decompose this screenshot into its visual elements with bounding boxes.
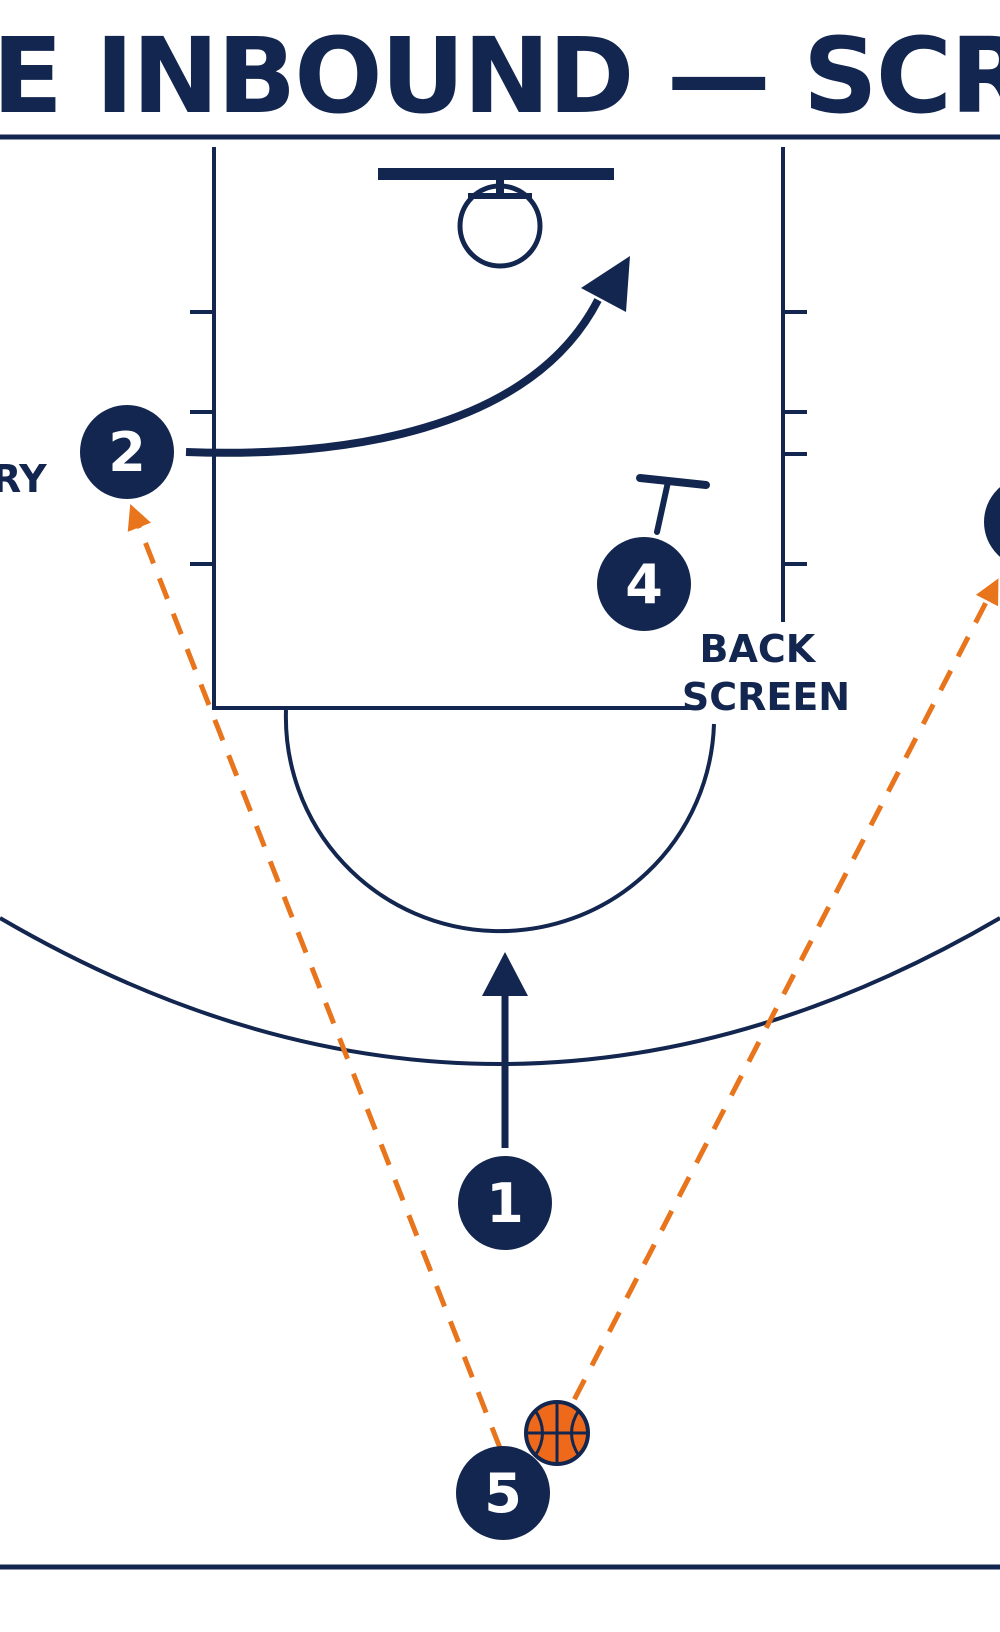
- lane-hash-marks: [190, 310, 807, 566]
- pass-lines: [127, 504, 999, 1449]
- left-edge-label: RY: [0, 457, 47, 501]
- back-screen-label-line2: SCREEN: [682, 675, 850, 719]
- basketball-icon: [524, 1400, 590, 1466]
- court: [0, 147, 1000, 1570]
- rim: [457, 183, 543, 269]
- movement-arrow-player-1: [482, 952, 528, 1148]
- player-2-marker: 2: [80, 405, 174, 499]
- player-1-number: 1: [486, 1172, 524, 1235]
- three-point-arc: [0, 916, 1000, 1066]
- back-screen-label-line1: BACK: [700, 627, 817, 671]
- player-5-marker: 5: [456, 1446, 550, 1540]
- free-throw-circle: [283, 709, 716, 934]
- player-2-number: 2: [108, 421, 146, 484]
- screen-t-icon: [636, 474, 710, 535]
- cut-arrowhead: [581, 256, 630, 312]
- player-4-marker: 4: [597, 537, 691, 631]
- player-3-marker: [984, 487, 1000, 557]
- cut-path-player-2: [185, 256, 630, 457]
- player-4-number: 4: [625, 553, 663, 616]
- play-title: E INBOUND — SCREEN & CUT: [0, 15, 1000, 137]
- back-screen-label: BACK SCREEN: [682, 627, 850, 719]
- pass-line-to-3: [554, 578, 999, 1435]
- player-1-marker: 1: [458, 1156, 552, 1250]
- player-5-number: 5: [484, 1462, 522, 1525]
- pass-line-to-2: [127, 504, 503, 1449]
